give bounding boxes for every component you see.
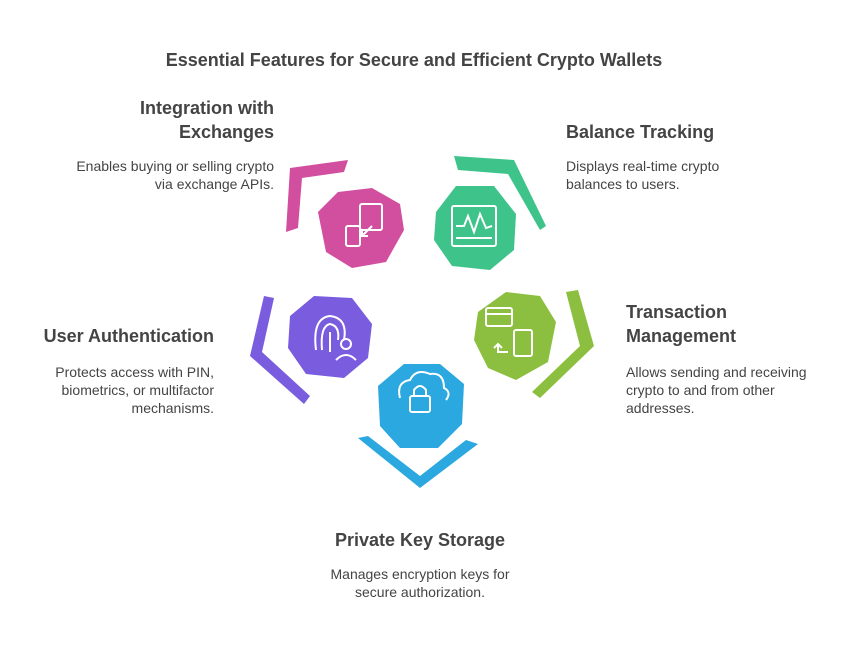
segment-balance (434, 156, 546, 270)
feature-desc-line: mechanisms. (131, 400, 214, 416)
feature-title-auth: User Authentication (44, 324, 214, 348)
card-phone-transfer-icon (485, 307, 533, 357)
segment-integration (286, 160, 404, 268)
bracket-integration (286, 160, 348, 232)
segment-privatekey (358, 364, 478, 488)
bracket-transaction (532, 290, 594, 398)
feature-title-line: User Authentication (43, 326, 214, 346)
feature-title-balance: Balance Tracking (566, 120, 714, 144)
bracket-privatekey (358, 436, 478, 488)
feature-title-transaction: Transaction Management (626, 300, 736, 348)
bracket-balance (454, 156, 546, 230)
feature-desc-auth: Protects access with PIN, biometrics, or… (55, 363, 214, 417)
cloud-lock-icon (398, 371, 450, 413)
feature-desc-line: Manages encryption keys for (330, 566, 510, 582)
feature-title-line: Integration with (140, 98, 274, 118)
feature-desc-line: Displays real-time crypto (566, 158, 720, 174)
fingerprint-user-icon (314, 314, 357, 361)
feature-desc-balance: Displays real-time crypto balances to us… (566, 157, 719, 193)
feature-title-line: Transaction (626, 302, 728, 322)
feature-desc-privatekey: Manages encryption keys for secure autho… (270, 565, 570, 601)
diagram-title: Essential Features for Secure and Effici… (165, 50, 663, 70)
feature-desc-line: addresses. (626, 400, 695, 416)
bracket-auth (250, 296, 310, 404)
segment-auth (250, 296, 372, 404)
feature-desc-integration: Enables buying or selling crypto via exc… (76, 157, 274, 193)
feature-desc-line: crypto to and from other (626, 382, 775, 398)
feature-desc-line: via exchange APIs. (154, 176, 274, 192)
chart-monitor-icon (451, 205, 497, 247)
feature-desc-line: Protects access with PIN, (55, 364, 214, 380)
feature-desc-line: secure authorization. (355, 584, 485, 600)
feature-desc-line: Enables buying or selling crypto (76, 158, 274, 174)
feature-desc-line: biometrics, or multifactor (61, 382, 214, 398)
feature-title-privatekey: Private Key Storage (270, 528, 570, 552)
feature-desc-line: Allows sending and receiving (626, 364, 807, 380)
feature-title-line: Balance Tracking (566, 122, 715, 142)
feature-desc-transaction: Allows sending and receiving crypto to a… (626, 363, 807, 417)
feature-title-integration: Integration with Exchanges (140, 96, 274, 144)
segment-transaction (474, 290, 594, 398)
feature-title-line: Private Key Storage (334, 530, 506, 550)
blob-privatekey (378, 364, 464, 448)
tablet-transfer-icon (345, 203, 383, 247)
feature-title-line: Management (626, 326, 737, 346)
feature-title-line: Exchanges (178, 122, 274, 142)
feature-desc-line: balances to users. (566, 176, 680, 192)
